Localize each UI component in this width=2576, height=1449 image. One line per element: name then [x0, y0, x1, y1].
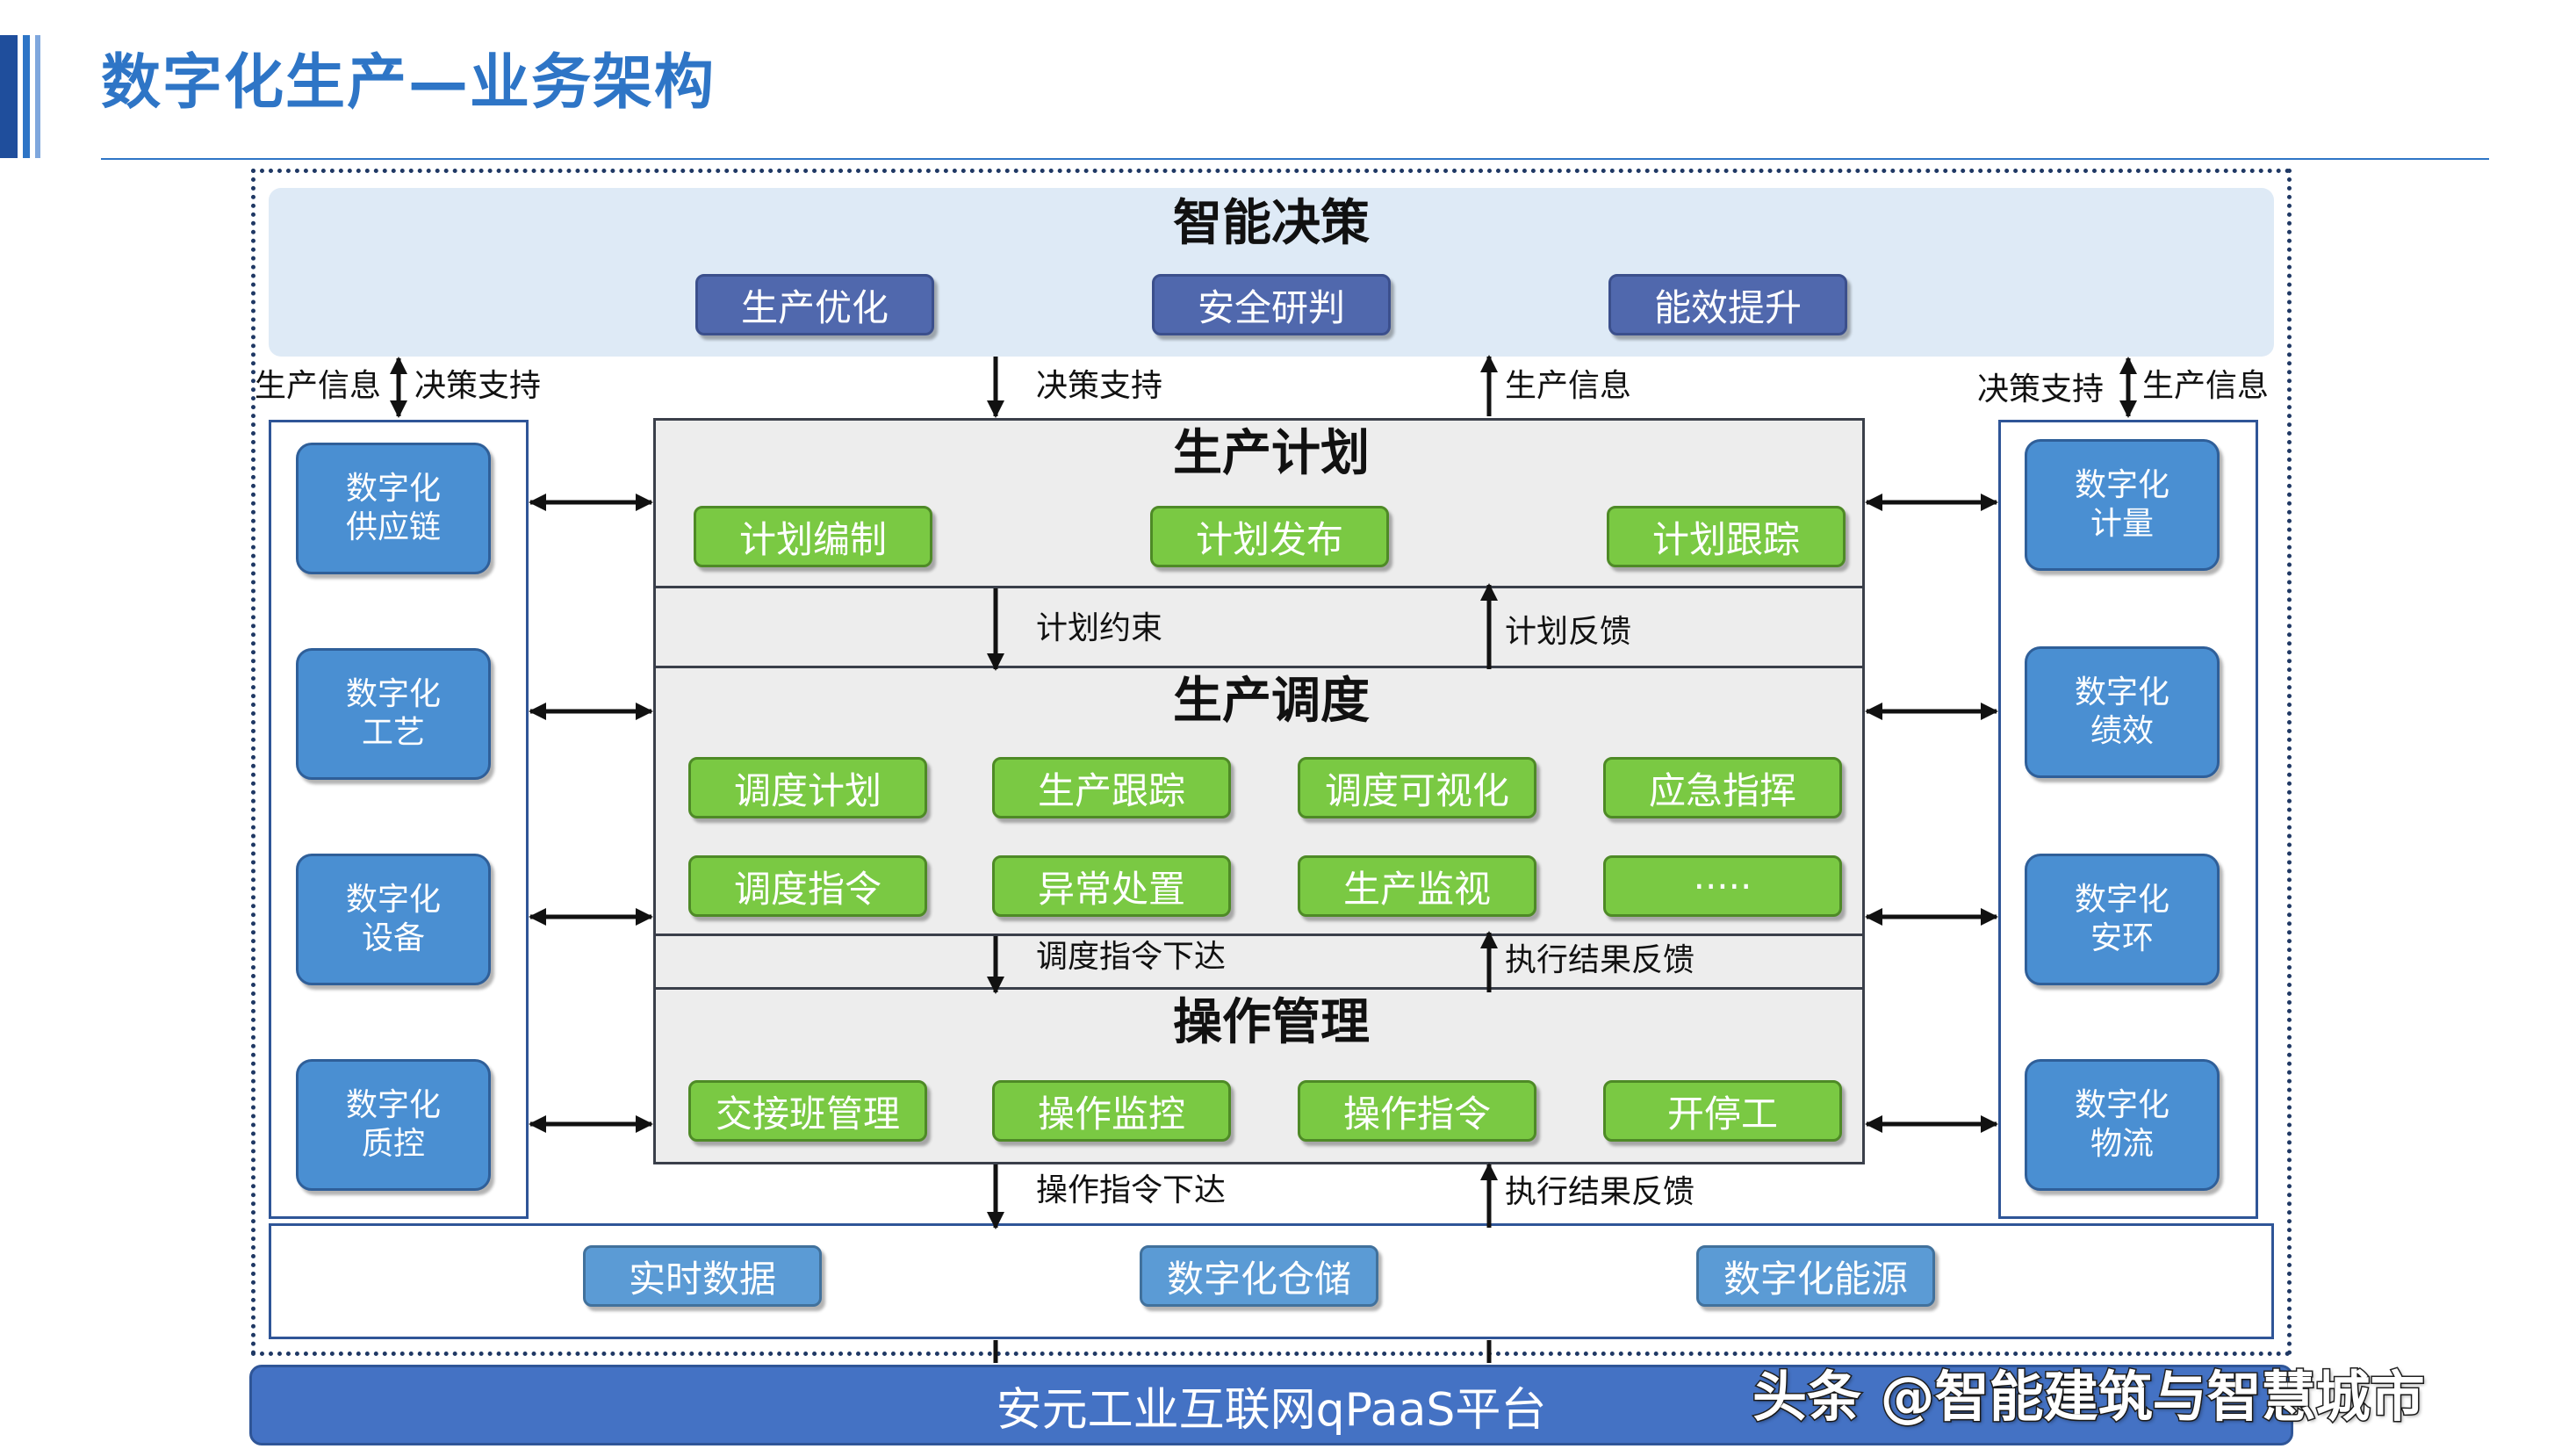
module-line: 质控	[361, 1126, 425, 1162]
module-line: 设备	[361, 920, 425, 956]
module-line: 绩效	[2090, 713, 2154, 749]
decision-button-safety-analysis[interactable]: 安全研判	[1152, 274, 1391, 335]
flow-label-left-decision-support: 决策支持	[414, 368, 542, 404]
module-line: 数字化	[2074, 674, 2169, 710]
module-line: 数字化	[345, 882, 441, 918]
flow-label-center-decision-support: 决策支持	[1036, 368, 1163, 404]
flow-label-right-decision-support: 决策支持	[1977, 371, 2105, 407]
dispatch-flow-band	[653, 934, 1865, 990]
source-watermark: 头条 @智能建筑与智慧城市	[1752, 1364, 2427, 1431]
plan-button-compile[interactable]: 计划编制	[694, 506, 932, 567]
dispatch-button-exception-handling[interactable]: 异常处置	[992, 855, 1231, 917]
module-line: 物流	[2090, 1126, 2154, 1162]
flow-label-right-production-info: 生产信息	[2142, 368, 2270, 404]
flow-label-plan-feedback: 计划反馈	[1505, 614, 1632, 650]
dispatch-button-more[interactable]: ·····	[1603, 855, 1842, 917]
flow-label-operation-feedback: 执行结果反馈	[1505, 1174, 1695, 1210]
right-module-safety-environment[interactable]: 数字化 安环	[2025, 854, 2220, 985]
operation-title: 操作管理	[1173, 994, 1370, 1051]
decision-button-production-optimization[interactable]: 生产优化	[695, 274, 934, 335]
right-module-performance[interactable]: 数字化 绩效	[2025, 646, 2220, 778]
module-line: 工艺	[361, 715, 425, 751]
left-module-quality-control[interactable]: 数字化 质控	[296, 1059, 491, 1191]
title-accent-bars	[0, 35, 42, 158]
flow-label-dispatch-instruction: 调度指令下达	[1036, 939, 1227, 975]
data-button-warehouse[interactable]: 数字化仓储	[1140, 1245, 1378, 1307]
flow-label-plan-constraint: 计划约束	[1036, 610, 1163, 646]
dispatch-title: 生产调度	[1173, 673, 1370, 730]
right-module-logistics[interactable]: 数字化 物流	[2025, 1059, 2220, 1191]
module-line: 安环	[2090, 920, 2154, 956]
module-line: 数字化	[345, 676, 441, 712]
page-title: 数字化生产—业务架构	[101, 48, 716, 118]
data-button-energy[interactable]: 数字化能源	[1696, 1245, 1935, 1307]
dispatch-button-production-tracking[interactable]: 生产跟踪	[992, 757, 1231, 818]
plan-button-publish[interactable]: 计划发布	[1150, 506, 1389, 567]
decision-title: 智能决策	[1173, 195, 1370, 252]
architecture-frame	[251, 169, 2292, 1356]
module-line: 数字化	[2074, 1087, 2169, 1123]
flow-label-center-production-info: 生产信息	[1505, 368, 1632, 404]
module-line: 供应链	[345, 509, 441, 545]
dispatch-button-production-monitoring[interactable]: 生产监视	[1298, 855, 1536, 917]
operation-button-shift-handover[interactable]: 交接班管理	[688, 1080, 927, 1142]
dispatch-button-visualization[interactable]: 调度可视化	[1298, 757, 1536, 818]
decision-button-energy-efficiency[interactable]: 能效提升	[1608, 274, 1847, 335]
flow-label-dispatch-feedback: 执行结果反馈	[1505, 942, 1695, 978]
operation-button-start-stop[interactable]: 开停工	[1603, 1080, 1842, 1142]
operation-button-instruction[interactable]: 操作指令	[1298, 1080, 1536, 1142]
data-button-realtime[interactable]: 实时数据	[583, 1245, 822, 1307]
flow-label-left-production-info: 生产信息	[255, 368, 382, 404]
platform-bar: 安元工业互联网qPaaS平台	[249, 1365, 2293, 1445]
title-divider	[101, 158, 2489, 160]
module-line: 数字化	[345, 1087, 441, 1123]
left-module-process[interactable]: 数字化 工艺	[296, 648, 491, 780]
module-line: 计量	[2090, 506, 2154, 542]
plan-title: 生产计划	[1173, 425, 1370, 482]
operation-button-monitoring[interactable]: 操作监控	[992, 1080, 1231, 1142]
plan-flow-band	[653, 586, 1865, 668]
module-line: 数字化	[2074, 882, 2169, 918]
right-module-metering[interactable]: 数字化 计量	[2025, 439, 2220, 571]
dispatch-button-instruction[interactable]: 调度指令	[688, 855, 927, 917]
dispatch-button-plan[interactable]: 调度计划	[688, 757, 927, 818]
module-line: 数字化	[345, 471, 441, 507]
left-module-supply-chain[interactable]: 数字化 供应链	[296, 443, 491, 574]
left-module-equipment[interactable]: 数字化 设备	[296, 854, 491, 985]
dispatch-button-emergency-command[interactable]: 应急指挥	[1603, 757, 1842, 818]
flow-label-operation-instruction: 操作指令下达	[1036, 1172, 1227, 1208]
module-line: 数字化	[2074, 467, 2169, 503]
plan-button-track[interactable]: 计划跟踪	[1607, 506, 1846, 567]
